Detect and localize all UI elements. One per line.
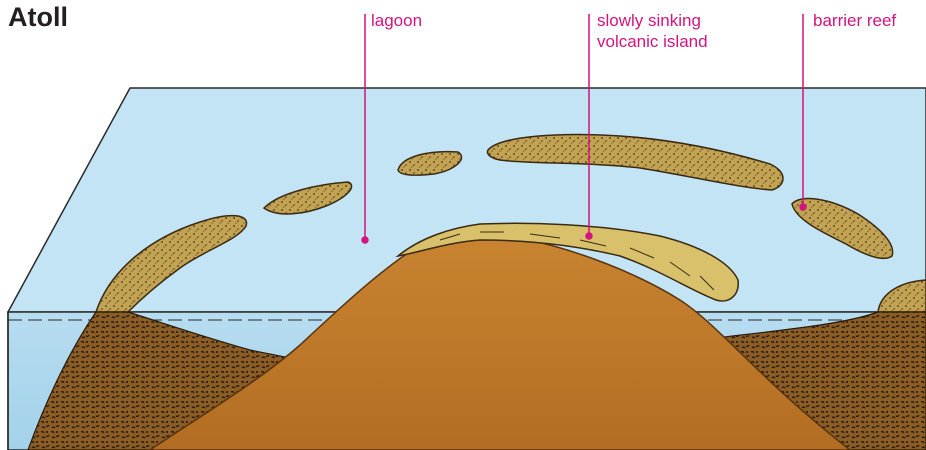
leader-dot-island bbox=[586, 233, 592, 239]
leader-dot-reef bbox=[800, 204, 806, 210]
leader-dot-lagoon bbox=[362, 237, 368, 243]
